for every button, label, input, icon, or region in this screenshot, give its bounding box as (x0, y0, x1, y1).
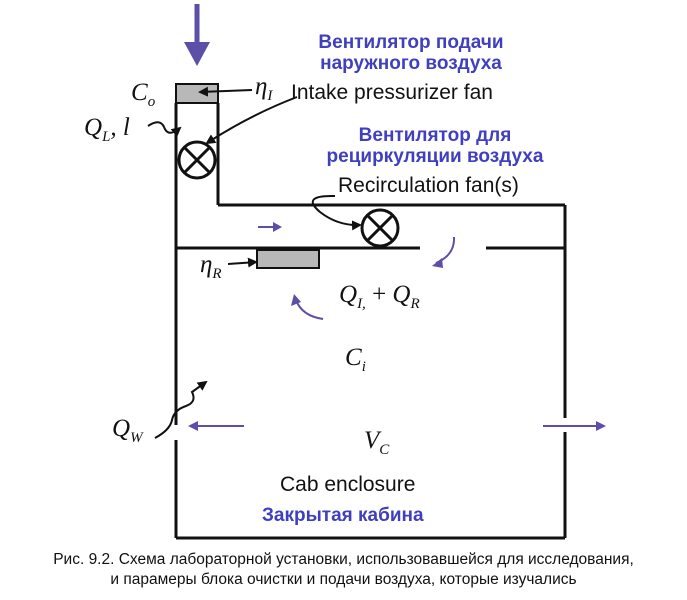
c-o-base: C (131, 79, 148, 106)
recirc-filter-efficiency-symbol: ηR (200, 252, 222, 282)
wall-loss-symbol: QW (112, 416, 143, 446)
eta-r-sub: R (212, 266, 222, 282)
leakage-wavy-arrow (147, 121, 182, 137)
q-sum-plus: + (372, 281, 387, 308)
wall-loss-wavy-arrow (154, 380, 208, 439)
q-l-sub: L (102, 129, 111, 145)
recirc-fan-label-ru: Вентилятор для рециркуляции воздуха (296, 126, 574, 166)
recirc-fan-label-en: Recirculation fan(s) (338, 174, 519, 197)
v-c-base: V (364, 427, 380, 454)
intake-fan-pointer-arrow (205, 96, 298, 145)
leakage-flow-symbol: QL, l (84, 115, 130, 145)
eta-i-pointer-arrow (198, 86, 253, 97)
inside-concentration-symbol: Ci (345, 345, 366, 375)
intake-fan-label-en: Intake pressurizer fan (291, 81, 493, 104)
eta-r-base: η (200, 251, 213, 278)
cab-volume-symbol: VC (364, 428, 389, 458)
cab-enclosure-label-ru: Закрытая кабина (262, 505, 424, 526)
recirc-fan-label-ru-line1: Вентилятор для (358, 125, 512, 146)
intake-fan-label-ru: Вентилятор подачи наружного воздуха (292, 33, 530, 73)
cab-enclosure-label-en: Cab enclosure (280, 473, 416, 496)
v-c-sub: C (379, 442, 390, 458)
q-l-suffix: , l (110, 114, 130, 141)
exhaust-arrowhead (596, 421, 606, 431)
intake-fan-icon (177, 140, 217, 180)
eta-r-pointer-arrow (227, 257, 258, 268)
eta-i-sub: I (267, 88, 273, 104)
cab-circulation-arrow (295, 299, 324, 320)
recirc-fan-label-ru-line2: рециркуляции воздуха (326, 146, 544, 167)
recirc-fan-pointer-arrow (311, 194, 362, 231)
cab-circulation-arrowhead (291, 294, 301, 306)
outside-air-intake-arrow (184, 4, 210, 66)
intake-filter-efficiency-symbol: ηI (255, 74, 272, 104)
eta-i-base: η (255, 73, 268, 100)
caption-line-2: и парамеры блока очистки и подачи воздух… (110, 571, 577, 588)
recirculation-fan-icon (360, 208, 400, 248)
intake-fan-label-ru-line2: наружного воздуха (320, 53, 502, 74)
c-i-base: C (345, 344, 362, 371)
q-w-base: Q (112, 415, 131, 442)
recirc-return-arrowhead (432, 258, 443, 268)
c-o-sub: o (147, 94, 156, 110)
q-sum-sub1: I, (357, 296, 366, 312)
q-sum-base1: Q (339, 281, 358, 308)
recirc-return-arrow (435, 236, 456, 264)
c-i-sub: i (361, 359, 366, 375)
intake-fan-label-ru-line1: Вентилятор подачи (318, 32, 504, 53)
q-w-sub: W (130, 430, 143, 446)
outdoor-concentration-symbol: Co (131, 80, 155, 110)
recirculation-filter (256, 249, 320, 269)
figure-caption: Рис. 9.2. Схема лабораторной установки, … (0, 550, 687, 590)
q-l-base: Q (84, 114, 103, 141)
intake-filter (175, 83, 219, 104)
caption-line-1: Рис. 9.2. Схема лабораторной установки, … (53, 551, 634, 568)
total-flow-symbol: QI, + QR (339, 282, 420, 312)
q-sum-sub2: R (410, 296, 420, 312)
q-sum-base2: Q (392, 281, 411, 308)
duct-and-enclosure-walls (174, 103, 567, 540)
recirc-flow-arrowhead (273, 222, 282, 232)
infiltration-arrowhead (188, 421, 198, 431)
